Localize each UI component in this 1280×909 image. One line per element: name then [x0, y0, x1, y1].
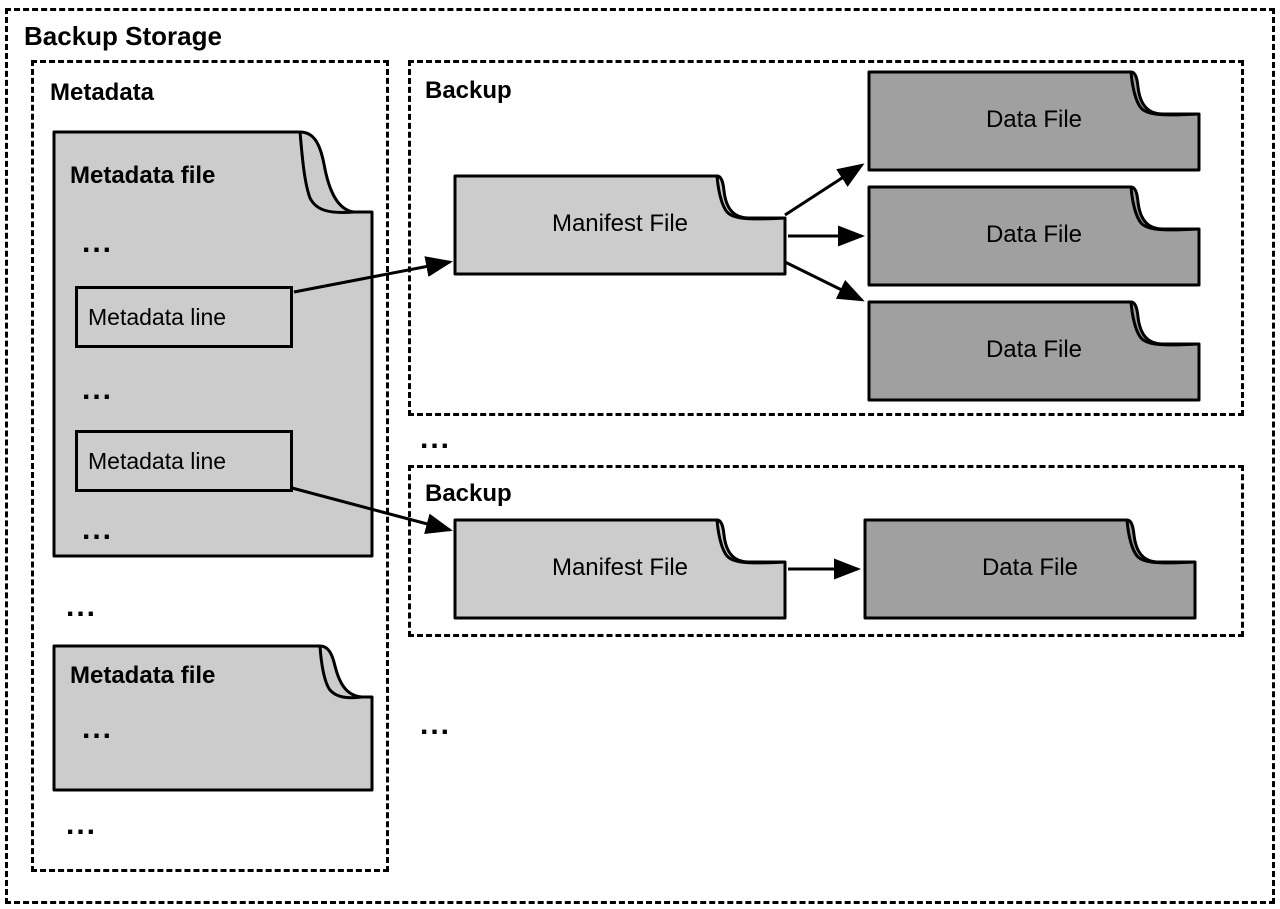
data-file-4-shape — [863, 518, 1197, 620]
backup-sections-trailing-ellipsis: ... — [420, 708, 452, 741]
backup-storage-title: Backup Storage — [24, 21, 222, 51]
backup-sections-separator-ellipsis: ... — [420, 422, 452, 455]
data-file-3-shape — [867, 300, 1201, 402]
backup-section-1-title: Backup — [425, 77, 512, 104]
data-file-4[interactable]: Data File — [863, 518, 1197, 620]
manifest-file-2-shape — [453, 518, 787, 620]
metadata-section-trailing-ellipsis: ... — [66, 808, 98, 841]
manifest-file-1[interactable]: Manifest File — [453, 174, 787, 276]
metadata-file-1-ellipsis-top: ... — [82, 226, 114, 259]
manifest-file-1-shape — [453, 174, 787, 276]
metadata-files-separator-ellipsis: ... — [66, 590, 98, 623]
data-file-1[interactable]: Data File — [867, 70, 1201, 172]
data-file-1-shape — [867, 70, 1201, 172]
manifest-file-2[interactable]: Manifest File — [453, 518, 787, 620]
metadata-section-title: Metadata — [50, 79, 155, 106]
metadata-file-1-ellipsis-middle: ... — [82, 373, 114, 406]
metadata-file-1-ellipsis-bottom: ... — [82, 513, 114, 546]
metadata-section-container: Metadata — [31, 60, 389, 872]
data-file-2-shape — [867, 185, 1201, 287]
metadata-line-1[interactable]: Metadata line — [75, 286, 293, 348]
data-file-2[interactable]: Data File — [867, 185, 1201, 287]
metadata-file-2-shape — [52, 644, 374, 792]
backup-storage-container: Backup Storage — [5, 8, 1275, 904]
metadata-file-2-ellipsis: ... — [82, 712, 114, 745]
data-file-3[interactable]: Data File — [867, 300, 1201, 402]
metadata-line-2[interactable]: Metadata line — [75, 430, 293, 492]
backup-section-1-container: Backup — [408, 60, 1244, 416]
backup-section-2-title: Backup — [425, 480, 512, 507]
